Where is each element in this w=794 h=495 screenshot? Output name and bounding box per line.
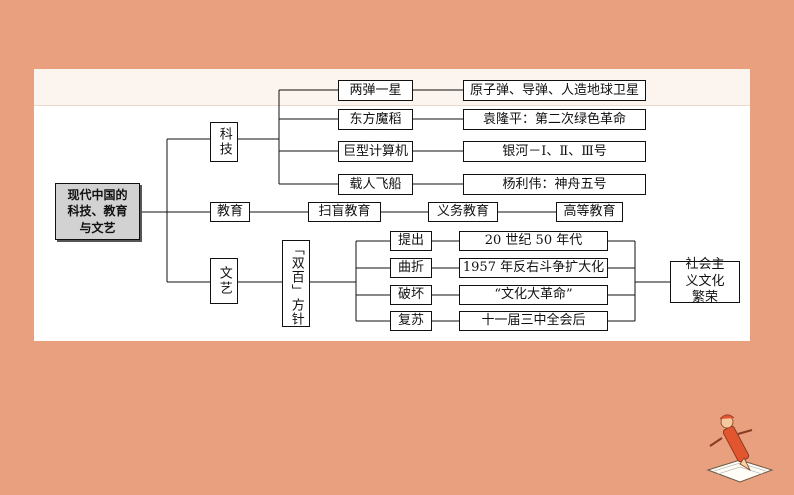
wenyi-detail-2: 1957 年反右斗争扩大化 [459, 258, 608, 278]
wenyi-detail-1: 20 世纪 50 年代 [459, 231, 608, 251]
wenyi-stage-2: 曲折 [390, 258, 432, 278]
branch-wenyi: 文艺 [210, 258, 238, 304]
keji-item-3: 巨型计算机 [338, 141, 413, 162]
wenyi-policy: 「双百」方针 [282, 240, 310, 327]
branch-jiaoyu: 教育 [210, 202, 250, 222]
wenyi-stage-4: 复苏 [390, 311, 432, 331]
keji-item-4: 载人飞船 [338, 174, 413, 195]
keji-item-2: 东方魔稻 [338, 109, 413, 130]
branch-keji: 科技 [210, 122, 238, 162]
wenyi-detail-4: 十一届三中全会后 [459, 311, 608, 331]
root-node: 现代中国的科技、教育与文艺 [55, 183, 140, 240]
keji-detail-2: 袁隆平：第二次绿色革命 [463, 109, 646, 130]
keji-detail-1: 原子弹、导弹、人造地球卫星 [463, 80, 646, 101]
wenyi-stage-1: 提出 [390, 231, 432, 251]
keji-item-1: 两弹一星 [338, 80, 413, 101]
keji-detail-4: 杨利伟：神舟五号 [463, 174, 646, 195]
jiaoyu-stage-2: 义务教育 [428, 202, 498, 222]
jiaoyu-stage-1: 扫盲教育 [308, 202, 381, 222]
wenyi-result: 社会主义文化繁荣 [670, 261, 740, 303]
pencil-mascot-icon [700, 412, 780, 490]
keji-detail-3: 银河－Ⅰ、Ⅱ、Ⅲ号 [463, 141, 646, 162]
wenyi-detail-3: “文化大革命” [459, 285, 608, 305]
jiaoyu-stage-3: 高等教育 [556, 202, 623, 222]
wenyi-stage-3: 破坏 [390, 285, 432, 305]
